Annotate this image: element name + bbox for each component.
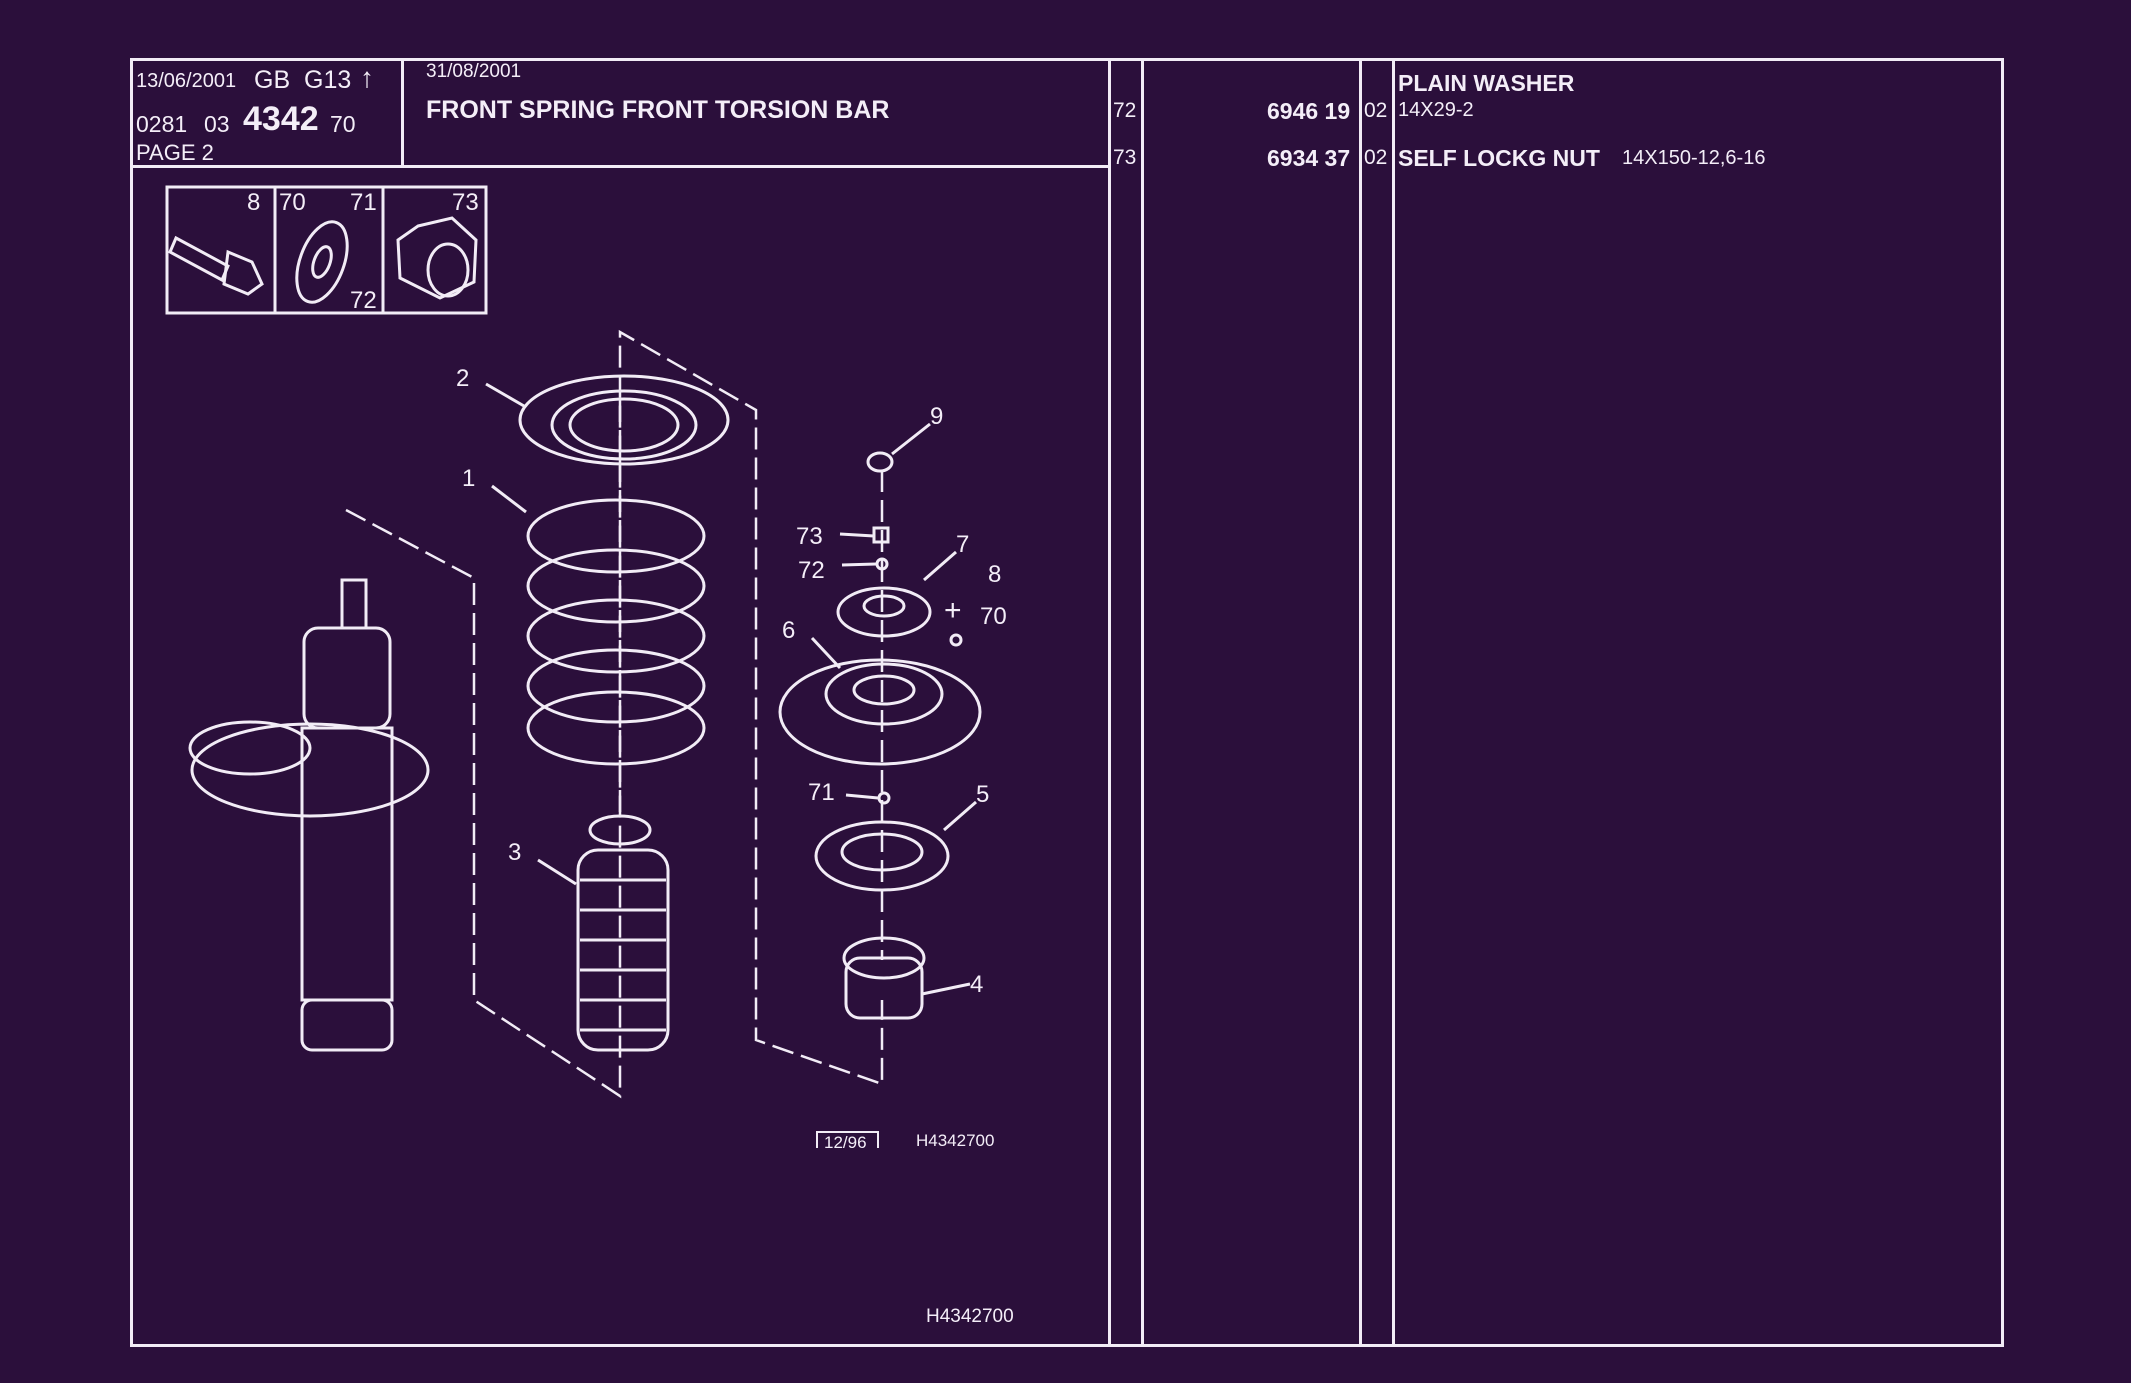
part-qty: 02 bbox=[1364, 146, 1388, 169]
drawing-ref: H4342700 bbox=[916, 1131, 994, 1150]
callout-label: 3 bbox=[508, 839, 521, 866]
legend-ref: 8 bbox=[247, 189, 260, 216]
header-divider bbox=[401, 58, 404, 168]
update-date: 31/08/2001 bbox=[426, 61, 522, 82]
callout-label: 70 bbox=[980, 603, 1007, 630]
washer-icon bbox=[295, 220, 349, 304]
callout-label: 73 bbox=[796, 523, 823, 550]
cup-part bbox=[836, 586, 932, 638]
upper-spring-seat bbox=[518, 374, 730, 466]
part-ref: 73 bbox=[1113, 146, 1137, 169]
column-line-4 bbox=[1392, 58, 1395, 1346]
callout-label: 6 bbox=[782, 617, 795, 644]
callout-label: 9 bbox=[930, 403, 943, 430]
callout-label: 7 bbox=[956, 531, 969, 558]
strut-illustration bbox=[188, 578, 430, 1052]
column-line-1 bbox=[1108, 58, 1111, 1346]
part-qty: 02 bbox=[1364, 99, 1388, 122]
ref-main: 4342 bbox=[243, 100, 319, 138]
legend-ref: 72 bbox=[350, 287, 377, 314]
header-bottom bbox=[130, 165, 1108, 168]
date-box-frame bbox=[816, 1131, 879, 1148]
bump-stop bbox=[576, 814, 670, 1052]
callout-label: 2 bbox=[456, 365, 469, 392]
hardware-legend: 8 70 71 72 73 bbox=[165, 185, 488, 315]
part-ref: 72 bbox=[1113, 99, 1137, 122]
callout-label: 72 bbox=[798, 557, 825, 584]
coil-spring bbox=[526, 498, 706, 766]
cross-icon: + bbox=[944, 594, 962, 627]
callout-label: 71 bbox=[808, 779, 835, 806]
callout-label: 8 bbox=[988, 561, 1001, 588]
mount-plate bbox=[778, 658, 982, 766]
cap-part bbox=[866, 451, 894, 473]
column-line-3 bbox=[1359, 58, 1362, 1346]
bolt-icon bbox=[168, 235, 264, 296]
page-title: FRONT SPRING FRONT TORSION BAR bbox=[426, 96, 890, 124]
part-name: PLAIN WASHER bbox=[1398, 70, 1575, 96]
part-number: 6934 37 bbox=[1267, 145, 1351, 171]
group-code: G13 bbox=[304, 66, 352, 94]
nut-icon bbox=[396, 216, 478, 300]
frame-right bbox=[2001, 58, 2004, 1346]
footer-ref: H4342700 bbox=[926, 1306, 1014, 1327]
washer-part bbox=[949, 633, 963, 647]
part-spec: 14X29-2 bbox=[1398, 99, 1474, 121]
column-line-2 bbox=[1141, 58, 1144, 1346]
ref-section: 03 bbox=[204, 111, 230, 137]
ref-prefix: 0281 bbox=[136, 111, 188, 137]
issue-date: 13/06/2001 bbox=[136, 70, 237, 92]
part-name: SELF LOCKG NUT bbox=[1398, 145, 1600, 171]
washer-part bbox=[877, 791, 891, 805]
washer-part bbox=[875, 557, 889, 571]
callout-leaders bbox=[485, 382, 977, 996]
legend-ref: 71 bbox=[350, 189, 377, 216]
market-code: GB bbox=[254, 66, 291, 94]
arrow-up-icon: ↑ bbox=[360, 62, 374, 93]
lower-cup-part bbox=[842, 936, 926, 1020]
frame-left bbox=[130, 58, 133, 1346]
callout-label: 5 bbox=[976, 781, 989, 808]
frame-bottom bbox=[130, 1344, 2004, 1347]
date-box: 12/96 bbox=[824, 1133, 867, 1152]
part-number: 6946 19 bbox=[1267, 98, 1351, 124]
frame-top bbox=[130, 58, 2002, 61]
legend-ref: 73 bbox=[452, 189, 479, 216]
part-spec: 14X150-12,6-16 bbox=[1622, 147, 1766, 169]
bearing-part bbox=[814, 820, 950, 892]
ref-suffix: 70 bbox=[330, 111, 356, 137]
callout-label: 1 bbox=[462, 465, 475, 492]
legend-ref: 70 bbox=[279, 189, 306, 216]
page-label: PAGE 2 bbox=[136, 140, 214, 165]
callout-label: 4 bbox=[970, 971, 983, 998]
